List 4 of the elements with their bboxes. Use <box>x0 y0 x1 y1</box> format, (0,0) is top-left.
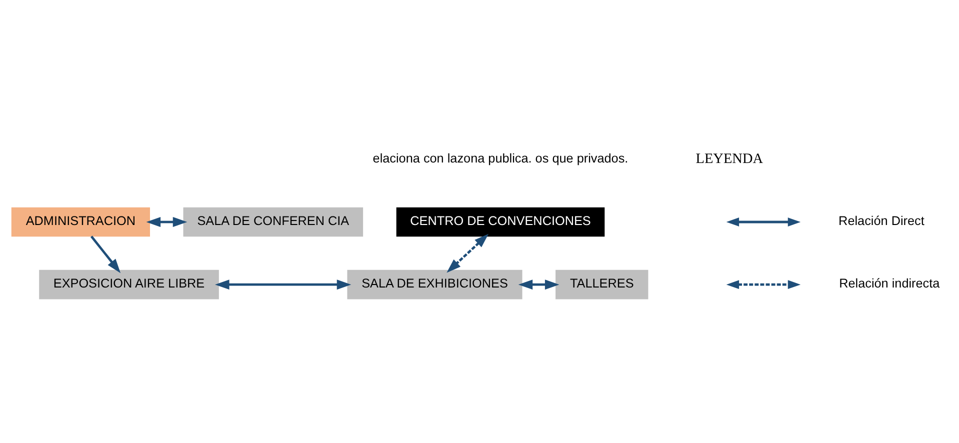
legend-label: Relación Direct <box>838 214 924 228</box>
label: LEYENDA <box>696 150 764 166</box>
label: elaciona con lazona publica. os que privados. <box>372 150 628 165</box>
legend-label: Relación indirecta <box>839 276 940 290</box>
